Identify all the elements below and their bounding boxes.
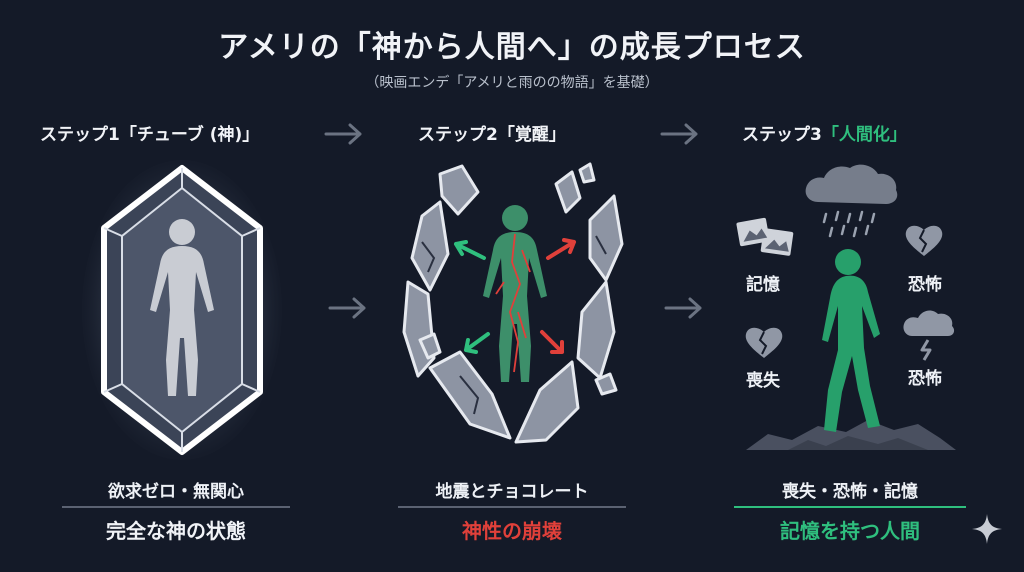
label-fear-top: 恐怖 (908, 274, 942, 295)
step3-title: ステップ3「人間化」 (742, 120, 907, 145)
arrow-right-icon (660, 123, 698, 145)
page-title: アメリの「神から人間へ」の成長プロセス (218, 30, 806, 65)
rain-cloud-icon (805, 164, 898, 238)
page-subtitle: （映画エンデ「アメリと雨のの物語」を基礎） (365, 75, 659, 91)
step3-caption: 喪失・恐怖・記憶 (782, 482, 918, 502)
step3-divider (734, 506, 966, 508)
photos-icon (736, 217, 794, 256)
step1-caption: 欲求ゼロ・無関心 (108, 482, 244, 502)
step2-caption: 地震とチョコレート (435, 482, 589, 502)
label-loss: 喪失 (746, 370, 781, 391)
step2-title: ステップ2「覚醒」 (418, 125, 566, 145)
label-fear-bottom: 恐怖 (908, 368, 942, 389)
label-memory: 記憶 (746, 274, 780, 295)
shattered-crystal-illustration (402, 162, 624, 444)
step3-title-highlight: 「人間化」 (821, 125, 907, 145)
storm-cloud-icon (903, 310, 955, 361)
step1-title: ステップ1「チューブ (神)」 (40, 125, 260, 145)
crystal-tube-illustration (82, 160, 282, 460)
arrow-right-icon (664, 297, 702, 319)
step1-divider (62, 506, 290, 508)
step1-state: 完全な神の状態 (106, 519, 246, 543)
arrow-right-icon (324, 123, 362, 145)
human-illustration: 記憶 恐怖 喪失 恐怖 (736, 164, 956, 450)
step3-title-prefix: ステップ3 (742, 125, 822, 145)
sparkle-icon (972, 514, 1002, 544)
step2-divider (398, 506, 626, 508)
broken-heart-icon (905, 225, 943, 256)
step2-state: 神性の崩壊 (462, 519, 562, 543)
arrow-right-icon (328, 297, 366, 319)
step3-state: 記憶を持つ人間 (780, 519, 920, 543)
broken-heart-icon (745, 327, 783, 358)
